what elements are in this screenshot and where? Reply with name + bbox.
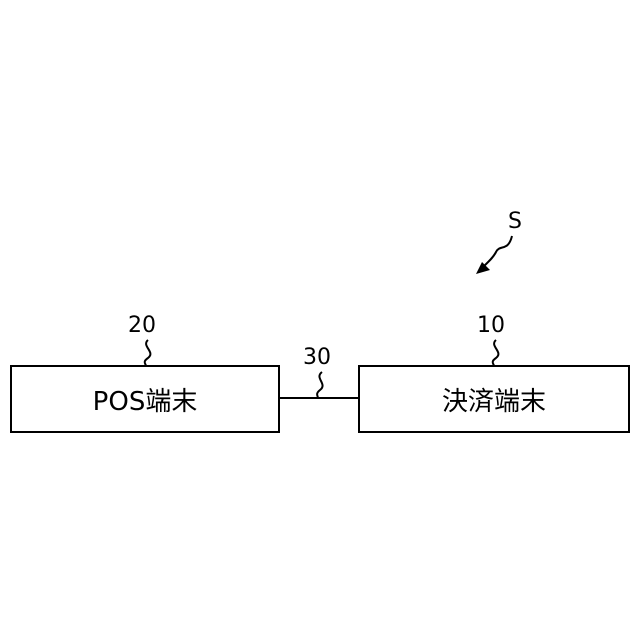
payment-terminal-ref: 10 [477,313,505,338]
pos-terminal-leader [145,340,151,366]
payment-terminal: 10 決済端末 [359,313,629,432]
pos-terminal-ref: 20 [128,313,156,338]
connection-ref: 30 [303,345,331,370]
connection: 30 [279,345,359,398]
payment-terminal-label: 決済端末 [442,387,546,417]
connection-leader [317,372,322,398]
pos-terminal: 20 POS端末 [11,313,279,432]
system-ref-arrow-curve [482,236,512,268]
pos-terminal-label: POS端末 [93,387,198,417]
system-reference: S [476,209,522,274]
arrow-head-icon [476,262,490,274]
system-ref-label: S [508,209,522,234]
payment-terminal-leader [493,340,499,366]
